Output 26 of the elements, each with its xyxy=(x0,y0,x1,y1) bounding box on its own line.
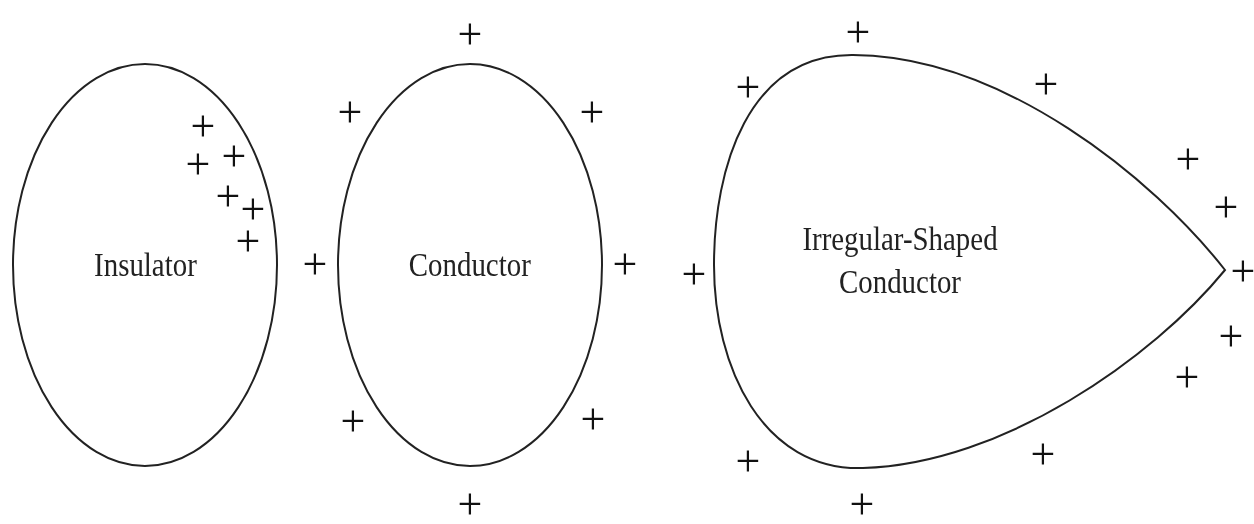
charge-sign: + xyxy=(337,91,363,135)
charge-sign: + xyxy=(340,400,366,444)
charge-sign: + xyxy=(235,220,261,264)
charge-sign: + xyxy=(681,253,707,297)
charge-sign: + xyxy=(1230,250,1254,294)
charge-sign: + xyxy=(1218,315,1244,359)
charge-sign: + xyxy=(1174,356,1200,400)
charge-sign: + xyxy=(579,91,605,135)
charge-sign: + xyxy=(735,66,761,110)
charge-sign: + xyxy=(845,11,871,55)
shape-label: Irregular-Shaped Conductor xyxy=(800,218,999,301)
charge-sign: + xyxy=(580,398,606,442)
charge-sign: + xyxy=(849,483,875,524)
charge-sign: + xyxy=(1213,186,1239,230)
charge-sign: + xyxy=(1175,138,1201,182)
shape-label: Conductor xyxy=(409,244,531,285)
charge-sign: + xyxy=(1033,63,1059,107)
shape-label: Insulator xyxy=(93,244,197,285)
insulator-ellipse xyxy=(12,63,278,467)
charge-sign: + xyxy=(302,243,328,287)
charge-sign: + xyxy=(735,440,761,484)
charge-sign: + xyxy=(457,483,483,524)
charge-sign: + xyxy=(457,13,483,57)
conductor-ellipse xyxy=(337,63,603,467)
charge-sign: + xyxy=(1030,433,1056,477)
charge-sign: + xyxy=(612,243,638,287)
